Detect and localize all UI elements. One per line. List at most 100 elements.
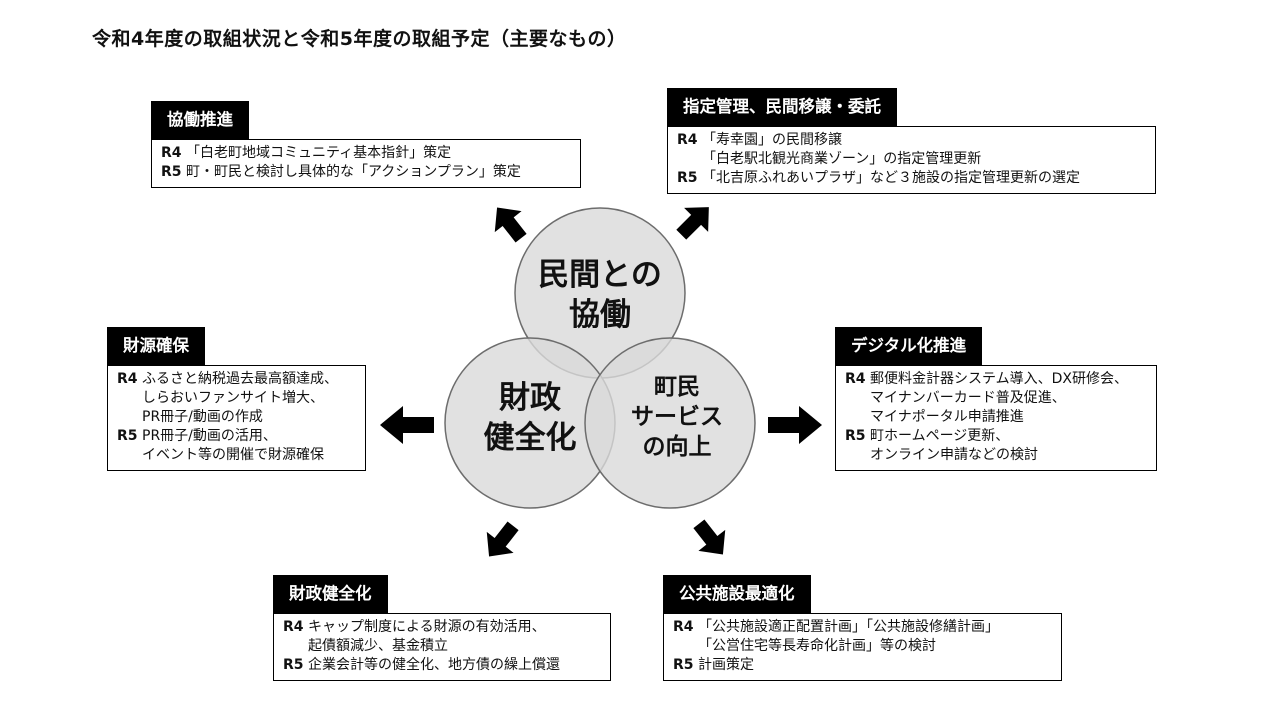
year-label: R5 (673, 657, 694, 673)
up-right-arrow (676, 207, 709, 240)
circle-label-line: 民間との (538, 257, 662, 293)
circle-label-line: サービス (631, 404, 723, 430)
block-body: R4「寿幸園」の民間移譲 「白老駅北観光商業ゾーン」の指定管理更新 R5「北吉原… (667, 126, 1156, 194)
block-line: R4「寿幸園」の民間移譲 (677, 131, 1145, 150)
block-line: イベント等の開催で財源確保 (117, 446, 355, 465)
year-label (845, 446, 870, 465)
year-label: R5 (117, 428, 138, 444)
year-label: R4 (673, 619, 694, 635)
block-line: 起債額減少、基金積立 (283, 637, 600, 656)
circle-label-line: 協働 (569, 297, 631, 333)
block-title: 指定管理、民間移譲・委託 (667, 88, 897, 126)
year-label (673, 637, 698, 656)
line-text: マイナポータル申請推進 (870, 409, 1024, 425)
circle-label-line: 財政 (499, 380, 561, 416)
line-text: キャップ制度による財源の有効活用、 (308, 619, 546, 635)
block-line: オンライン申請などの検討 (845, 446, 1146, 465)
block-title: 財源確保 (107, 327, 205, 365)
block-line: PR冊子/動画の作成 (117, 408, 355, 427)
line-text: しらおいファンサイト増大、 (142, 390, 324, 406)
line-text: 企業会計等の健全化、地方債の繰上償還 (308, 657, 560, 673)
year-label: R4 (117, 371, 138, 387)
line-text: 町ホームページ更新、 (870, 428, 1010, 444)
line-text: 起債額減少、基金積立 (308, 638, 448, 654)
line-text: 「北吉原ふれあいプラザ」など３施設の指定管理更新の選定 (702, 170, 1080, 186)
year-label: R5 (283, 657, 304, 673)
block-line: マイナンバーカード普及促進、 (845, 389, 1146, 408)
year-label: R5 (161, 164, 182, 180)
line-text: オンライン申請などの検討 (870, 447, 1038, 463)
circle-right (584, 337, 756, 509)
year-label: R4 (161, 145, 182, 161)
up-left-arrow (494, 207, 527, 243)
year-label: R4 (677, 132, 698, 148)
block-line: R4「白老町地域コミュニティ基本指針」策定 (161, 144, 570, 163)
circle-label-line: の向上 (642, 434, 712, 460)
block-koukyou: 公共施設最適化 R4「公共施設適正配置計画」「公共施設修繕計画」 「公営住宅等長… (663, 575, 1062, 681)
circle-left-label: 財政 健全化 (460, 378, 600, 458)
block-line: R5「北吉原ふれあいプラザ」など３施設の指定管理更新の選定 (677, 169, 1145, 188)
down-left-arrow (486, 521, 519, 557)
right-arrow (768, 406, 822, 444)
line-text: 「公営住宅等長寿命化計画」等の検討 (698, 638, 936, 654)
line-text: 町・町民と検討し具体的な「アクションプラン」策定 (186, 164, 521, 180)
block-shitei: 指定管理、民間移譲・委託 R4「寿幸園」の民間移譲 「白老駅北観光商業ゾーン」の… (667, 88, 1156, 194)
block-title: 財政健全化 (273, 575, 388, 613)
circle-label-line: 町民 (654, 374, 700, 400)
line-text: PR冊子/動画の作成 (142, 409, 263, 425)
line-text: 「公共施設適正配置計画」「公共施設修繕計画」 (698, 619, 999, 635)
block-line: 「公営住宅等長寿命化計画」等の検討 (673, 637, 1051, 656)
circle-label-line: 健全化 (483, 420, 577, 456)
page-title: 令和4年度の取組状況と令和5年度の取組予定（主要なもの） (92, 28, 627, 50)
block-body: R4「公共施設適正配置計画」「公共施設修繕計画」 「公営住宅等長寿命化計画」等の… (663, 613, 1062, 681)
block-line: マイナポータル申請推進 (845, 408, 1146, 427)
down-right-arrow (693, 519, 726, 555)
block-title: 公共施設最適化 (663, 575, 811, 613)
block-line: R4「公共施設適正配置計画」「公共施設修繕計画」 (673, 618, 1051, 637)
year-label: R5 (845, 428, 866, 444)
year-label: R5 (677, 170, 698, 186)
line-text: 「白老町地域コミュニティ基本指針」策定 (186, 145, 452, 161)
line-text: 「白老駅北観光商業ゾーン」の指定管理更新 (702, 151, 982, 167)
block-title: デジタル化推進 (835, 327, 983, 365)
year-label (283, 637, 308, 656)
line-text: イベント等の開催で財源確保 (142, 447, 324, 463)
block-title: 協働推進 (151, 101, 249, 139)
block-line: しらおいファンサイト増大、 (117, 389, 355, 408)
line-text: 「寿幸園」の民間移譲 (702, 132, 842, 148)
year-label (117, 446, 142, 465)
line-text: 郵便料金計器システム導入、DX研修会、 (870, 371, 1128, 387)
arrows (380, 207, 822, 557)
circle-right-label: 町民 サービス の向上 (612, 372, 742, 462)
line-text: PR冊子/動画の活用、 (142, 428, 277, 444)
year-label (117, 389, 142, 408)
line-text: ふるさと納税過去最高額達成、 (142, 371, 338, 387)
year-label: R4 (283, 619, 304, 635)
venn-circles (444, 207, 756, 509)
circle-top-label: 民間との 協働 (515, 255, 685, 335)
line-text: 計画策定 (698, 657, 754, 673)
left-arrow (380, 406, 434, 444)
year-label (677, 150, 702, 169)
year-label: R4 (845, 371, 866, 387)
block-line: 「白老駅北観光商業ゾーン」の指定管理更新 (677, 150, 1145, 169)
line-text: マイナンバーカード普及促進、 (870, 390, 1066, 406)
year-label (845, 408, 870, 427)
